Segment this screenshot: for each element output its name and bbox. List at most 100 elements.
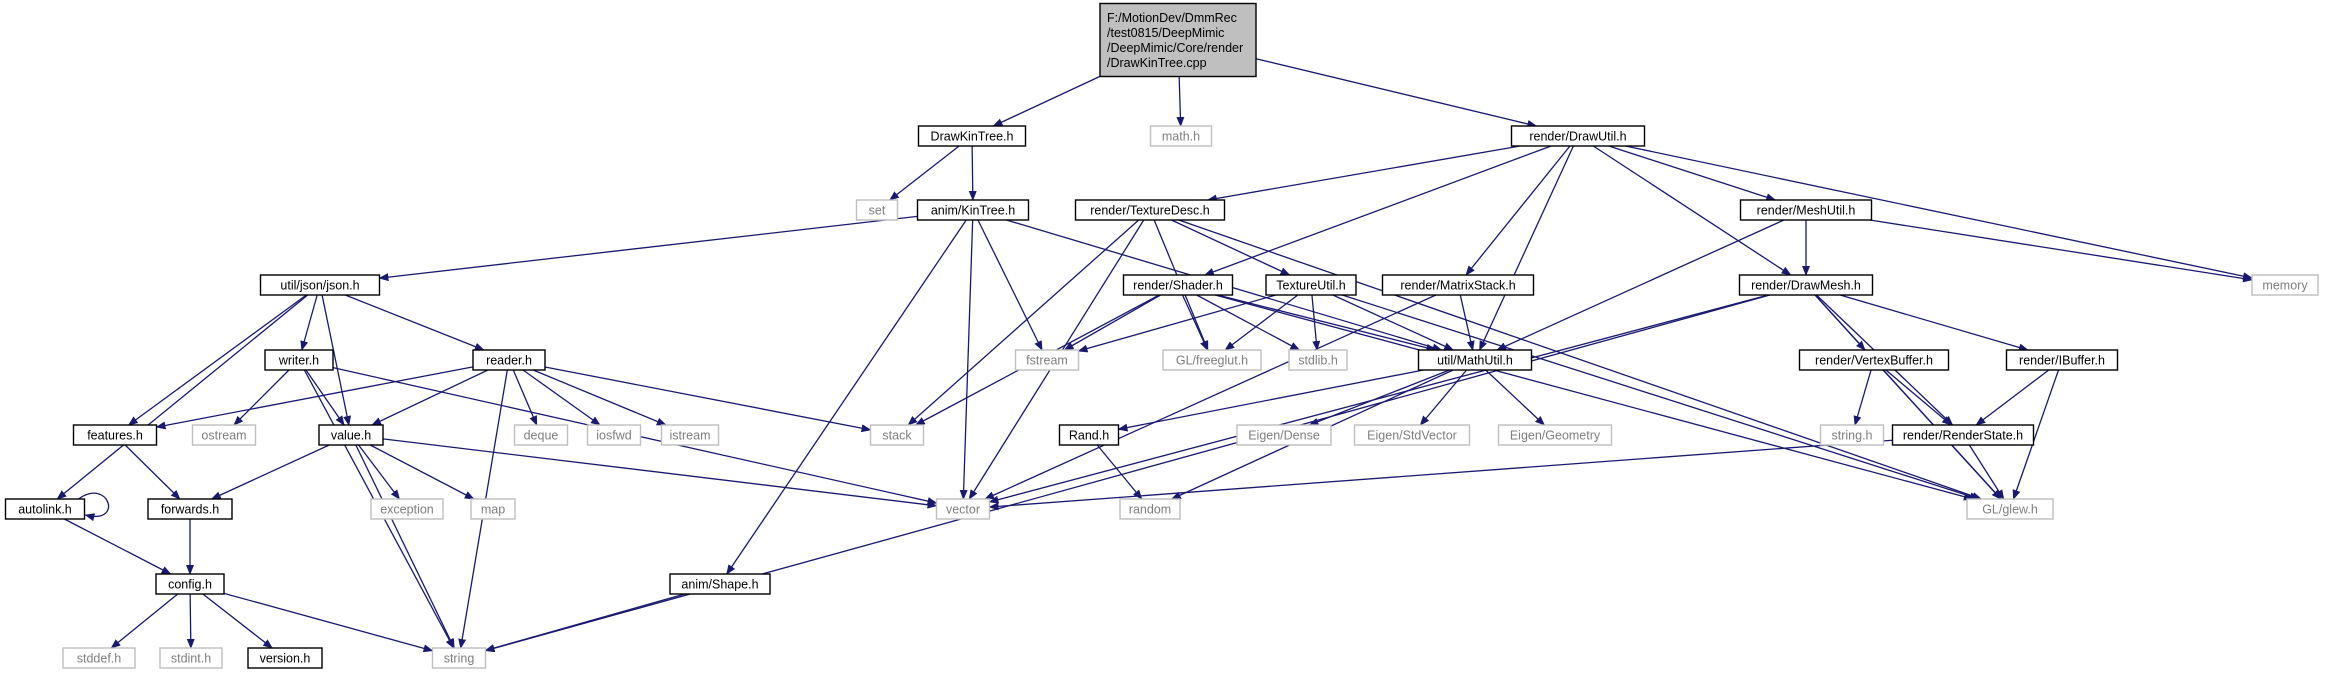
node-math_h: math.h	[1149, 125, 1213, 147]
node-value_h[interactable]: value.h	[318, 424, 384, 446]
node-autolink_h[interactable]: autolink.h	[4, 498, 86, 520]
node-label: value.h	[331, 429, 371, 443]
node-box	[247, 647, 323, 669]
edge-textureutil_h-to-fstream	[1077, 294, 1276, 353]
node-util_json_json_h[interactable]: util/json/json.h	[259, 274, 381, 296]
edge-reader_h-to-stack	[544, 366, 872, 433]
node-label: /DrawKinTree.cpp	[1107, 56, 1207, 70]
edge-writer_h-to-value_h	[305, 369, 345, 426]
node-features_h[interactable]: features.h	[72, 424, 158, 446]
edge-root-to-render_drawutil_h	[1255, 58, 1538, 128]
node-label: string.h	[1832, 429, 1873, 443]
node-label: features.h	[87, 429, 143, 443]
node-config_h[interactable]: config.h	[155, 573, 225, 595]
node-rand_h[interactable]: Rand.h	[1058, 424, 1120, 446]
edge-render_drawmesh_h-to-string	[484, 294, 1771, 653]
edge-value_h-to-vector	[382, 438, 938, 509]
node-deque: deque	[513, 424, 569, 446]
node-label: render/DrawUtil.h	[1529, 130, 1626, 144]
node-label: render/IBuffer.h	[2019, 354, 2105, 368]
node-forwards_h[interactable]: forwards.h	[147, 498, 233, 520]
node-label: string	[444, 652, 475, 666]
node-reader_h[interactable]: reader.h	[472, 349, 546, 371]
node-render_meshutil_h[interactable]: render/MeshUtil.h	[1739, 199, 1873, 221]
edge-writer_h-to-ostream	[233, 369, 290, 426]
node-render_drawmesh_h[interactable]: render/DrawMesh.h	[1738, 274, 1874, 296]
node-render_shader_h[interactable]: render/Shader.h	[1122, 274, 1234, 296]
node-label: vector	[946, 503, 980, 517]
node-box	[1074, 199, 1226, 221]
node-box	[1058, 424, 1120, 446]
node-textureutil_h[interactable]: TextureUtil.h	[1265, 274, 1357, 296]
node-root[interactable]: F:/MotionDev/DmmRec/test0815/DeepMimic/D…	[1099, 2, 1257, 78]
node-version_h[interactable]: version.h	[247, 647, 323, 669]
node-vector: vector	[935, 498, 991, 520]
node-box	[1236, 424, 1332, 446]
node-stdint_h: stdint.h	[159, 647, 223, 669]
node-writer_h[interactable]: writer.h	[264, 349, 334, 371]
node-string_h: string.h	[1819, 424, 1885, 446]
edge-render_shader_h-to-gl_glew_h	[1214, 294, 1974, 501]
node-label: config.h	[168, 578, 212, 592]
edge-util_mathutil_h-to-eigen_stdvector	[1419, 369, 1468, 426]
edge-reader_h-to-deque	[512, 369, 538, 426]
edge-root-to-drawkintree_h	[992, 75, 1101, 127]
node-gl_freeglut_h: GL/freeglut.h	[1162, 349, 1262, 371]
node-render_ibuffer_h[interactable]: render/IBuffer.h	[2005, 349, 2119, 371]
edge-anim_kintree_h-to-anim_shape_h	[726, 219, 967, 575]
node-label: anim/Shape.h	[681, 578, 758, 592]
edge-render_shader_h-to-gl_freeglut_h	[1181, 294, 1209, 351]
edge-util_mathutil_h-to-eigen_dense	[1308, 369, 1450, 426]
node-eigen_geometry: Eigen/Geometry	[1497, 424, 1613, 446]
node-memory: memory	[2251, 274, 2319, 296]
edge-textureutil_h-to-util_mathutil_h	[1332, 294, 1455, 351]
node-iosfwd: iosfwd	[586, 424, 642, 446]
node-eigen_dense: Eigen/Dense	[1236, 424, 1332, 446]
node-drawkintree_h[interactable]: DrawKinTree.h	[917, 125, 1027, 147]
node-label: Eigen/StdVector	[1367, 429, 1457, 443]
edge-render_drawutil_h-to-render_shader_h	[1203, 145, 1552, 276]
node-label: stack	[882, 429, 912, 443]
edge-util_json_json_h-to-writer_h	[300, 294, 318, 351]
node-render_matrixstack_h[interactable]: render/MatrixStack.h	[1381, 274, 1535, 296]
node-set: set	[855, 199, 899, 221]
edge-render_drawutil_h-to-render_drawmesh_h	[1592, 145, 1792, 276]
node-anim_shape_h[interactable]: anim/Shape.h	[669, 573, 771, 595]
edge-util_json_json_h-to-autolink_h	[56, 294, 309, 500]
node-util_mathutil_h[interactable]: util/MathUtil.h	[1417, 349, 1533, 371]
node-box	[1739, 199, 1873, 221]
edge-render_renderstate_h-to-gl_glew_h	[1968, 444, 2005, 500]
edge-value_h-to-exception	[358, 444, 401, 500]
node-istream: istream	[660, 424, 720, 446]
edge-autolink_h-to-config_h	[64, 518, 172, 575]
node-label: set	[869, 204, 886, 218]
node-box	[1353, 424, 1471, 446]
node-render_drawutil_h[interactable]: render/DrawUtil.h	[1510, 125, 1646, 147]
node-box	[1819, 424, 1885, 446]
node-label: GL/glew.h	[1982, 503, 2038, 517]
node-label: Eigen/Dense	[1248, 429, 1320, 443]
node-label: fstream	[1026, 354, 1068, 368]
node-label: stddef.h	[77, 652, 122, 666]
edge-rand_h-to-random	[1096, 444, 1143, 500]
node-label: GL/freeglut.h	[1176, 354, 1248, 368]
node-box	[1122, 274, 1234, 296]
node-render_texturedesc_h[interactable]: render/TextureDesc.h	[1074, 199, 1226, 221]
edge-render_drawutil_h-to-render_texturedesc_h	[1206, 145, 1521, 203]
node-box	[4, 498, 86, 520]
node-render_vertexbuffer_h[interactable]: render/VertexBuffer.h	[1798, 349, 1950, 371]
node-render_renderstate_h[interactable]: render/RenderState.h	[1891, 424, 2035, 446]
node-box	[1510, 125, 1646, 147]
edge-render_matrixstack_h-to-vector	[984, 294, 1437, 500]
node-anim_kintree_h[interactable]: anim/KinTree.h	[916, 199, 1030, 221]
node-box	[916, 199, 1030, 221]
edge-root-to-math_h	[1176, 76, 1185, 127]
edge-autolink_h-to-autolink_h	[78, 492, 110, 522]
node-label: render/MeshUtil.h	[1757, 204, 1856, 218]
node-label: memory	[2262, 279, 2308, 293]
node-fstream: fstream	[1014, 349, 1080, 371]
node-box	[72, 424, 158, 446]
node-label: render/MatrixStack.h	[1400, 279, 1515, 293]
edge-reader_h-to-istream	[532, 369, 667, 426]
